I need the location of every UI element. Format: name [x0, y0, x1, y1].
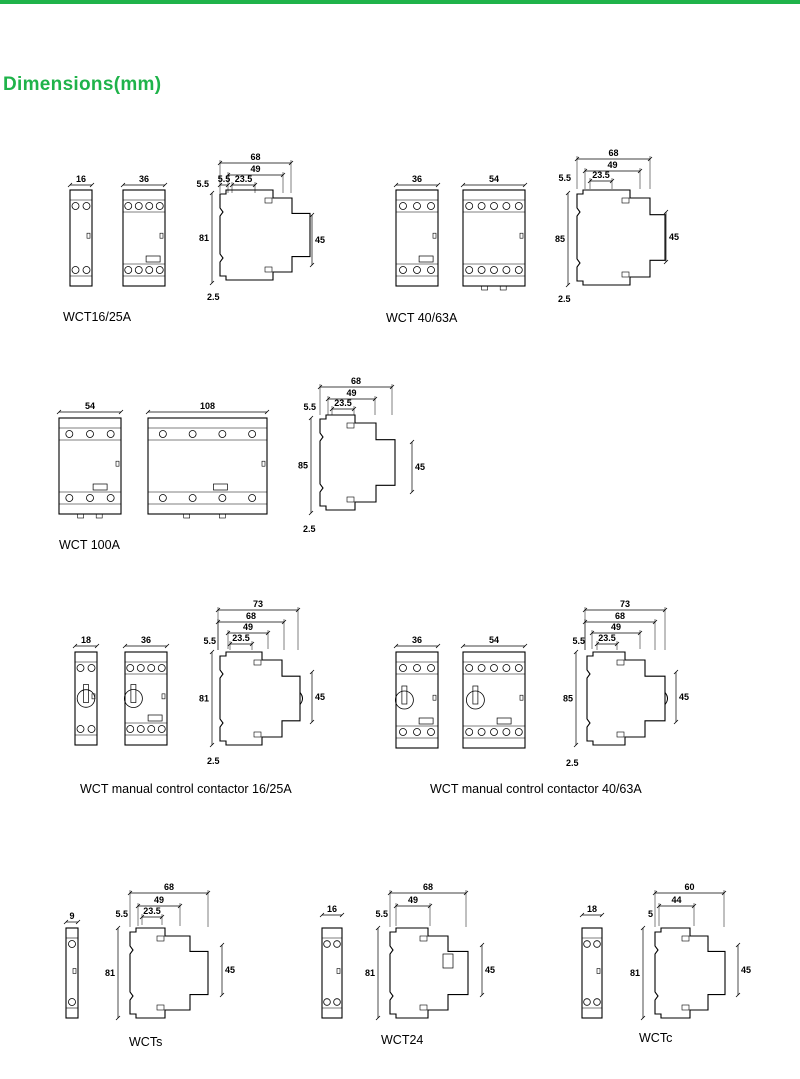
dim-label-h45: 45 — [225, 965, 235, 975]
dim-label-w36: 36 — [141, 635, 151, 645]
dim-label-d5_5-f: 5.5 — [572, 636, 585, 646]
dim-label-h45: 45 — [315, 692, 325, 702]
dim-label-d23_5: 23.5 — [232, 633, 250, 643]
dim-label-w36: 36 — [412, 174, 422, 184]
dim-label-d5_5-d: 5.5 — [303, 402, 316, 412]
dim-label-d49: 49 — [243, 622, 253, 632]
caption-wct40-63a: WCT 40/63A — [386, 311, 458, 325]
dim-label-d23_5: 23.5 — [592, 170, 610, 180]
dim-label-w54: 54 — [85, 401, 95, 411]
dim-label-h81: 81 — [365, 968, 375, 978]
caption-manual-40-63a: WCT manual control contactor 40/63A — [430, 782, 642, 796]
dim-label-d68: 68 — [246, 611, 256, 621]
dim-label-d5_5-e: 5.5 — [203, 636, 216, 646]
dim-label-d44: 44 — [671, 895, 681, 905]
dim-label-d23_5: 23.5 — [143, 906, 161, 916]
caption-wct100a: WCT 100A — [59, 538, 120, 552]
dim-label-d68: 68 — [250, 152, 260, 162]
dim-label-h81: 81 — [199, 233, 209, 243]
dim-label-h85: 85 — [298, 461, 308, 471]
dim-label-w9: 9 — [69, 911, 74, 921]
dim-label-h45: 45 — [315, 235, 325, 245]
dim-label-d2_5-d: 2.5 — [207, 756, 220, 766]
caption-wctc: WCTc — [639, 1031, 673, 1045]
top-accent-bar — [0, 0, 800, 4]
dim-label-w108: 108 — [200, 401, 215, 411]
dim-label-d49: 49 — [408, 895, 418, 905]
dim-label-h45: 45 — [741, 965, 751, 975]
dim-label-d49: 49 — [611, 622, 621, 632]
dim-label-d49: 49 — [346, 388, 356, 398]
page-heading: Dimensions(mm) — [3, 74, 162, 95]
dim-label-d2_5: 2.5 — [207, 292, 220, 302]
dim-label-d60: 60 — [684, 882, 694, 892]
dim-label-d73: 73 — [253, 599, 263, 609]
dim-label-h45: 45 — [669, 232, 679, 242]
dim-label-d5: 5 — [648, 909, 653, 919]
dim-label-d23_5: 23.5 — [334, 398, 352, 408]
dim-label-h45: 45 — [485, 965, 495, 975]
dim-label-w16: 16 — [327, 904, 337, 914]
dim-label-d68: 68 — [164, 882, 174, 892]
dim-label-d23_5: 23.5 — [235, 174, 253, 184]
caption-wct16-25a: WCT16/25A — [63, 310, 132, 324]
dim-label-h81: 81 — [630, 968, 640, 978]
dim-label-d68: 68 — [608, 148, 618, 158]
dim-label-h45: 45 — [679, 692, 689, 702]
dim-label-d73: 73 — [620, 599, 630, 609]
caption-wct24: WCT24 — [381, 1033, 424, 1047]
dim-label-d5_5-h: 5.5 — [375, 909, 388, 919]
dim-label-d68: 68 — [351, 376, 361, 386]
dim-label-d2_5-e: 2.5 — [566, 758, 579, 768]
dim-label-d2_5-c: 2.5 — [303, 524, 316, 534]
dim-label-w18: 18 — [587, 904, 597, 914]
dim-label-d2_5-b: 2.5 — [558, 294, 571, 304]
dim-label-w54: 54 — [489, 174, 499, 184]
dim-label-d49: 49 — [607, 160, 617, 170]
dim-label-d5_5-b: 5.5 — [196, 179, 209, 189]
dim-label-d23_5: 23.5 — [598, 633, 616, 643]
dim-label-d49: 49 — [154, 895, 164, 905]
dim-label-h81: 81 — [199, 694, 209, 704]
dim-label-d5_5-g: 5.5 — [115, 909, 128, 919]
dim-label-w54: 54 — [489, 635, 499, 645]
dim-label-h85: 85 — [563, 694, 573, 704]
dim-label-h81: 81 — [105, 968, 115, 978]
dim-label-h45: 45 — [415, 462, 425, 472]
dim-label-w16: 16 — [76, 174, 86, 184]
dim-label-d68: 68 — [423, 882, 433, 892]
dim-label-d5_5-c: 5.5 — [558, 173, 571, 183]
dim-label-w36: 36 — [139, 174, 149, 184]
dim-label-d68: 68 — [615, 611, 625, 621]
caption-manual-16-25a: WCT manual control contactor 16/25A — [80, 782, 292, 796]
dim-label-w18: 18 — [81, 635, 91, 645]
dim-label-w36: 36 — [412, 635, 422, 645]
caption-wcts: WCTs — [129, 1035, 163, 1049]
dim-label-h85: 85 — [555, 234, 565, 244]
dim-label-d49: 49 — [250, 164, 260, 174]
dim-label-d5_5: 5.5 — [218, 174, 231, 184]
